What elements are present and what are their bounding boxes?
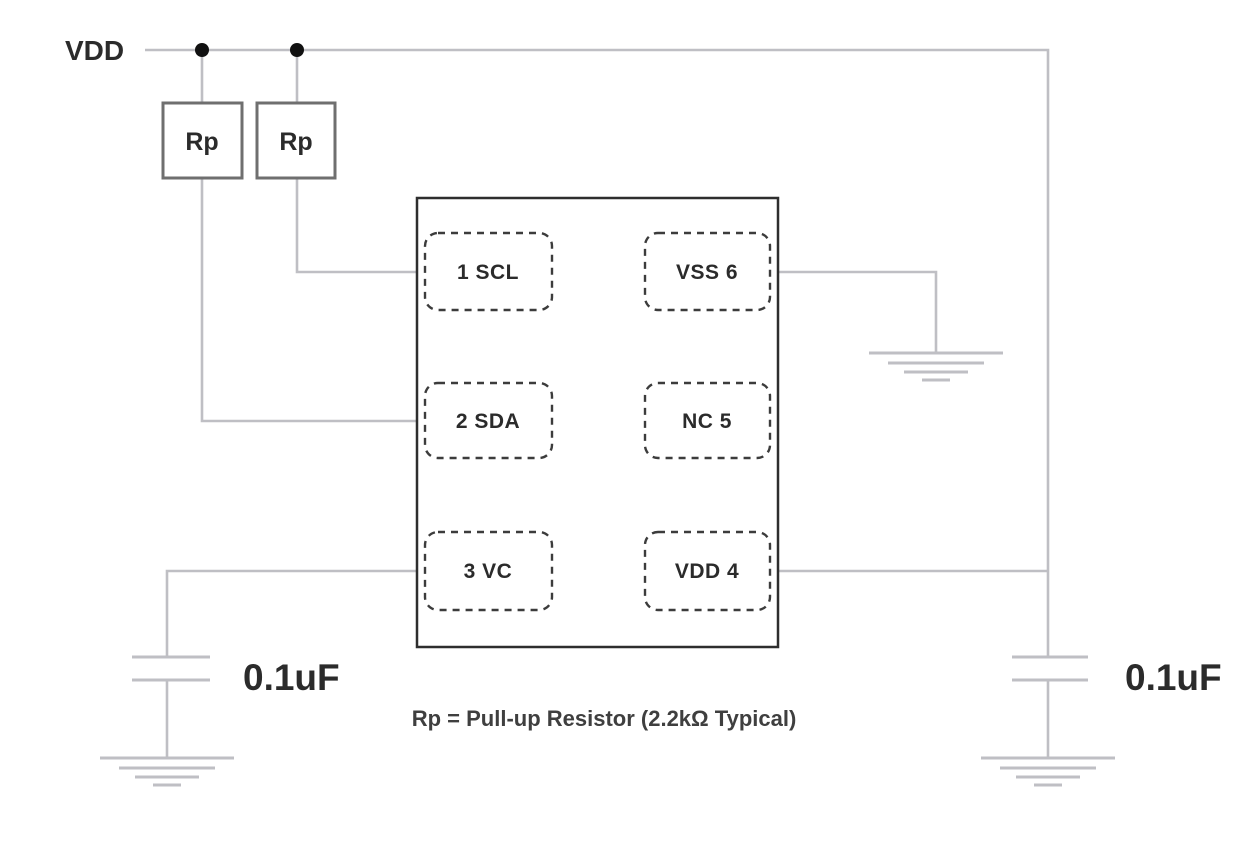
right-capacitor bbox=[1012, 655, 1088, 682]
pullup-resistor-1: Rp bbox=[161, 101, 244, 180]
pin-3-vc: 3 VC bbox=[423, 530, 554, 612]
pin-label: VSS 6 bbox=[676, 261, 738, 284]
chip-body bbox=[415, 196, 780, 649]
pin-1-scl: 1 SCL bbox=[423, 231, 554, 312]
ground-symbol-left-cap bbox=[100, 756, 234, 787]
pin-box bbox=[423, 231, 554, 312]
pin-6-vss: VSS 6 bbox=[643, 231, 772, 312]
resistor-box bbox=[161, 101, 244, 180]
resistor-label: Rp bbox=[185, 128, 218, 156]
right-capacitor-value-label: 0.1uF bbox=[1125, 657, 1222, 698]
pin-label: 3 VC bbox=[464, 560, 513, 583]
pin-label: 1 SCL bbox=[457, 261, 519, 284]
pin-5-nc: NC 5 bbox=[643, 381, 772, 460]
vc-to-cap-wire bbox=[165, 569, 425, 657]
rp2-to-scl-wire bbox=[295, 178, 425, 274]
ground-symbol-vss bbox=[869, 351, 1003, 382]
pin-box bbox=[643, 231, 772, 312]
vdd-rail-label: VDD bbox=[65, 35, 124, 66]
wires bbox=[145, 48, 1050, 758]
resistor-label: Rp bbox=[279, 128, 312, 156]
pin-2-sda: 2 SDA bbox=[423, 381, 554, 460]
pin-label: NC 5 bbox=[682, 410, 732, 433]
junction-dot-1 bbox=[195, 43, 209, 57]
pin-box bbox=[643, 530, 772, 612]
rp1-to-sda-wire bbox=[200, 178, 425, 423]
pullup-resistor-2: Rp bbox=[255, 101, 337, 180]
pin-box bbox=[423, 381, 554, 460]
pin-label: 2 SDA bbox=[456, 410, 520, 433]
pin-label: VDD 4 bbox=[675, 560, 739, 583]
left-capacitor bbox=[132, 655, 210, 682]
vss-to-ground-wire bbox=[778, 270, 938, 353]
pin-4-vdd: VDD 4 bbox=[643, 530, 772, 612]
junction-dot-2 bbox=[290, 43, 304, 57]
pin-box bbox=[423, 530, 554, 612]
resistor-box bbox=[255, 101, 337, 180]
ground-symbol-right-cap bbox=[981, 756, 1115, 787]
pin-box bbox=[643, 381, 772, 460]
vdd-rail-wire bbox=[145, 48, 1050, 657]
caption-text: Rp = Pull-up Resistor (2.2kΩ Typical) bbox=[412, 706, 797, 731]
left-capacitor-value-label: 0.1uF bbox=[243, 657, 340, 698]
